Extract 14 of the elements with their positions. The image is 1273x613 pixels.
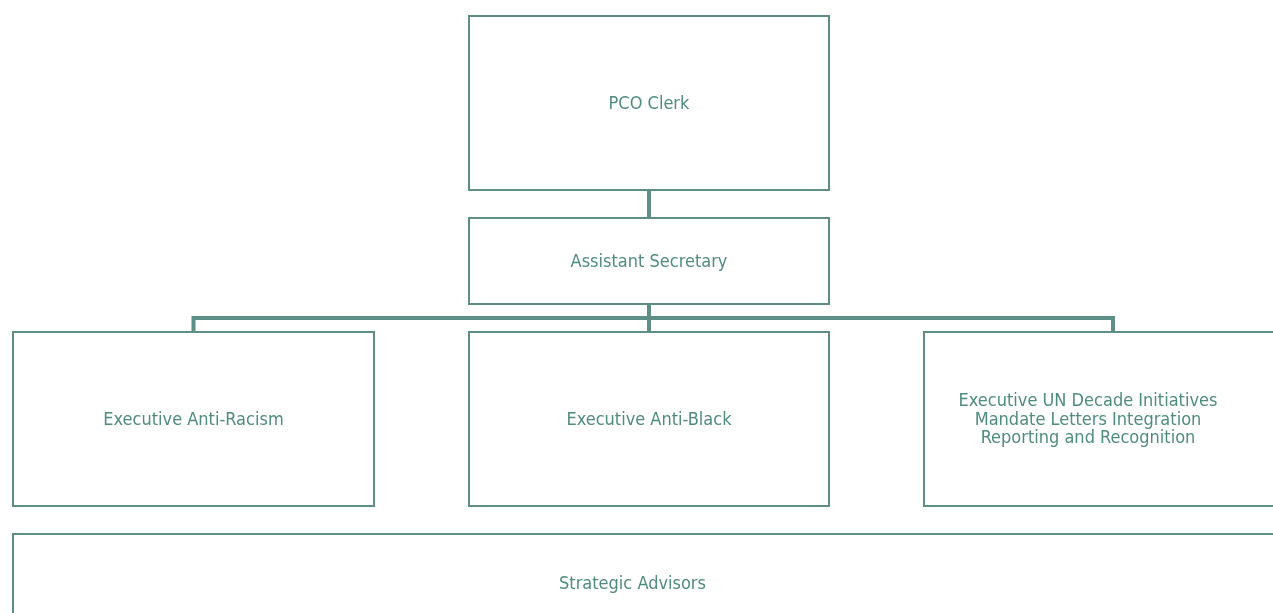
box-label: Executive Anti-Black	[565, 409, 733, 429]
org-box	[12, 533, 1273, 613]
org-box	[923, 331, 1273, 507]
org-box	[468, 15, 830, 191]
box-label: Assistant Secretary	[569, 251, 729, 271]
box-label: Strategic Advisors	[558, 573, 707, 593]
box-label: Executive UN Decade Initiatives Mandate Letters Integration Reporting and Recognition	[957, 390, 1219, 448]
org-box	[468, 217, 830, 305]
box-label: Executive Anti-Racism	[102, 409, 285, 429]
box-label: PCO Clerk	[607, 93, 691, 113]
org-box	[468, 331, 830, 507]
org-box	[12, 331, 375, 507]
connector-line	[647, 191, 651, 217]
connector-line	[647, 305, 1115, 331]
